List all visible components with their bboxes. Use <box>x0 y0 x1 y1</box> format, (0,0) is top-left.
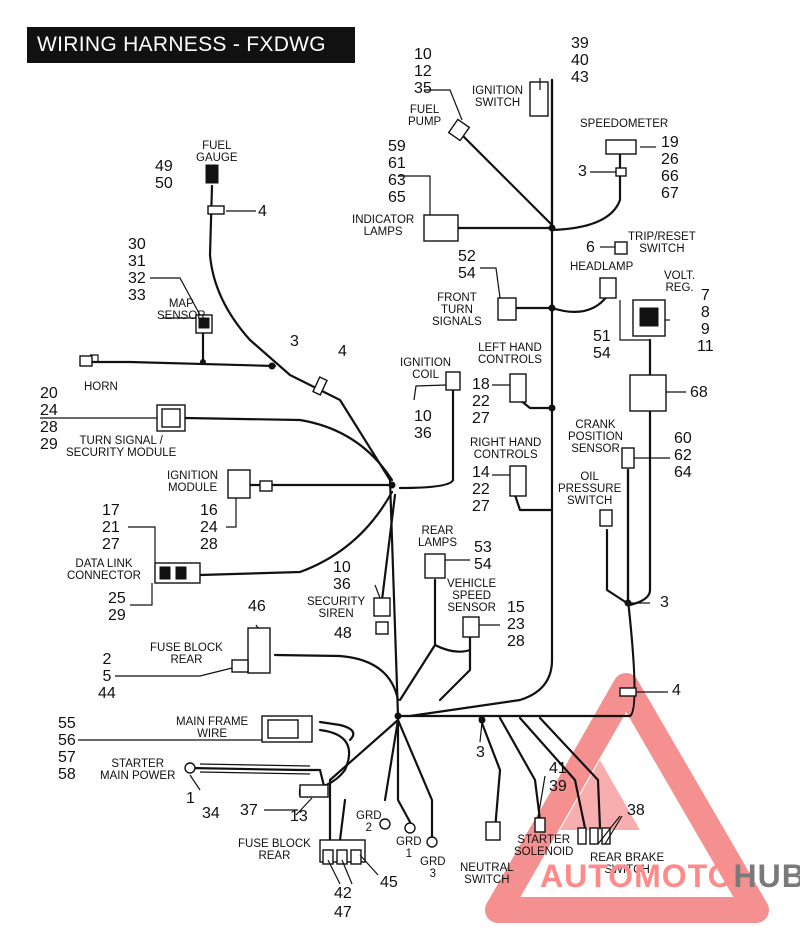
watermark-text: AUTOMOTOHUB <box>540 858 800 894</box>
diagram-title: WIRING HARNESS - FXDWG <box>27 27 355 63</box>
callout-3-speedo: 3 <box>578 163 587 180</box>
main-trunk <box>408 78 554 718</box>
callout-4-left: 4 <box>338 343 347 360</box>
label-volt-reg: VOLT.REG. <box>664 270 696 294</box>
callout-68: 68 <box>690 384 708 401</box>
callout-48: 48 <box>334 625 352 642</box>
left-harness <box>208 184 400 718</box>
callout-4-right: 4 <box>672 682 681 699</box>
callout-47: 47 <box>334 904 352 921</box>
callout-13: 13 <box>290 808 308 825</box>
callout-3-lower: 3 <box>476 744 485 761</box>
label-turn-signal-module: TURN SIGNAL /SECURITY MODULE <box>66 435 177 459</box>
callout-41: 41 <box>549 760 567 777</box>
callout-45: 45 <box>380 874 398 891</box>
callout-42: 42 <box>334 885 352 902</box>
callout-46: 46 <box>248 598 266 615</box>
callout-34: 34 <box>202 805 220 822</box>
callout-1: 1 <box>186 790 195 807</box>
callout-4-fuel: 4 <box>258 203 267 220</box>
callout-37: 37 <box>240 802 258 819</box>
label-headlamp: HEADLAMP <box>570 261 634 273</box>
callout-3-left: 3 <box>290 333 299 350</box>
callout-39: 39 <box>549 778 567 795</box>
label-horn: HORN <box>84 381 118 393</box>
callout-38: 38 <box>627 802 645 819</box>
label-speedometer: SPEEDOMETER <box>580 118 669 130</box>
callout-3-right: 3 <box>660 594 669 611</box>
callout-6: 6 <box>586 239 595 256</box>
